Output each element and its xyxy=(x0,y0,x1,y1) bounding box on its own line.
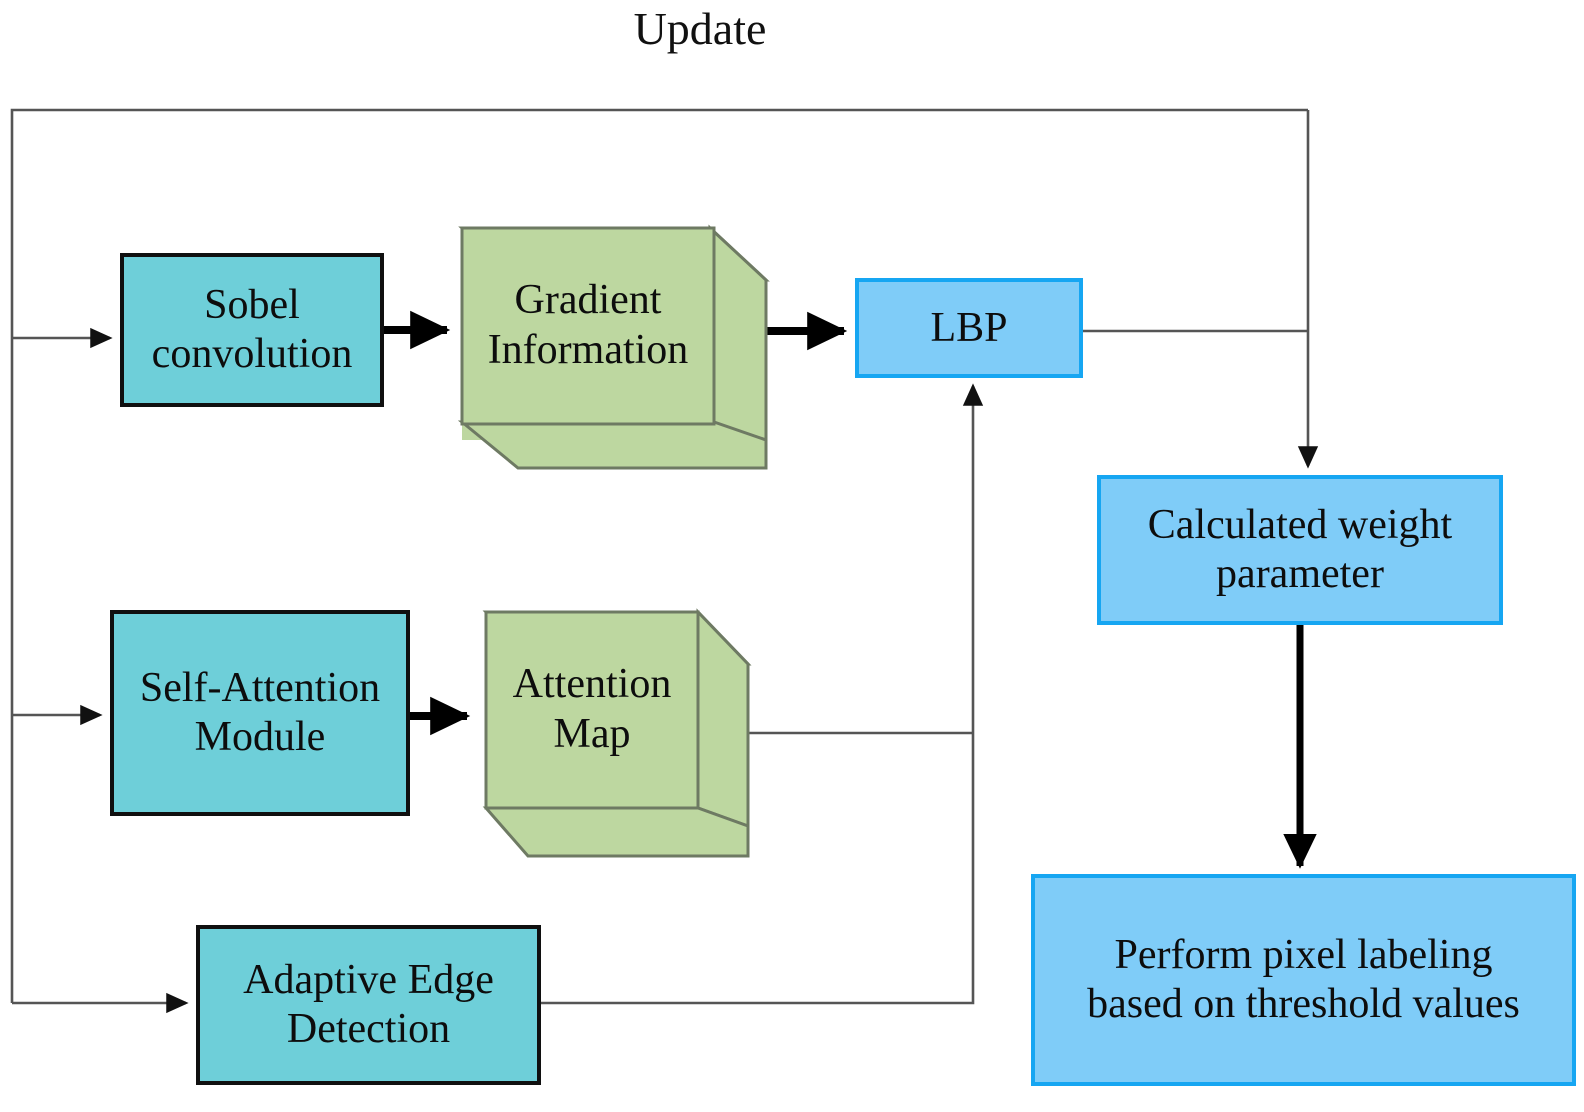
node-self-attention-module[interactable]: Self-Attention Module xyxy=(110,610,410,816)
node-sobel-convolution[interactable]: Sobel convolution xyxy=(120,253,384,407)
node-perform-pixel-labeling[interactable]: Perform pixel labeling based on threshol… xyxy=(1031,874,1576,1086)
node-self-attention-module-label: Self-Attention Module xyxy=(139,665,381,760)
cube-3d-shape xyxy=(482,608,752,858)
node-calculated-weight-parameter[interactable]: Calculated weight parameter xyxy=(1097,475,1503,625)
wire-lbp-to-calculated-weight xyxy=(1083,110,1319,469)
node-sobel-convolution-label: Sobel convolution xyxy=(151,282,353,377)
node-attention-map[interactable]: Attention Map xyxy=(482,604,754,866)
node-adaptive-edge-detection-label: Adaptive Edge Detection xyxy=(243,957,494,1052)
diagram-title: Update xyxy=(633,3,767,54)
node-adaptive-edge-detection[interactable]: Adaptive Edge Detection xyxy=(196,925,541,1085)
cube-3d-shape xyxy=(458,224,770,470)
node-lbp[interactable]: LBP xyxy=(855,278,1083,378)
node-lbp-label: LBP xyxy=(930,304,1008,351)
node-perform-pixel-labeling-label: Perform pixel labeling based on threshol… xyxy=(1087,932,1520,1027)
node-calculated-weight-parameter-label: Calculated weight parameter xyxy=(1147,502,1453,597)
node-gradient-information[interactable]: Gradient Information xyxy=(458,218,770,478)
